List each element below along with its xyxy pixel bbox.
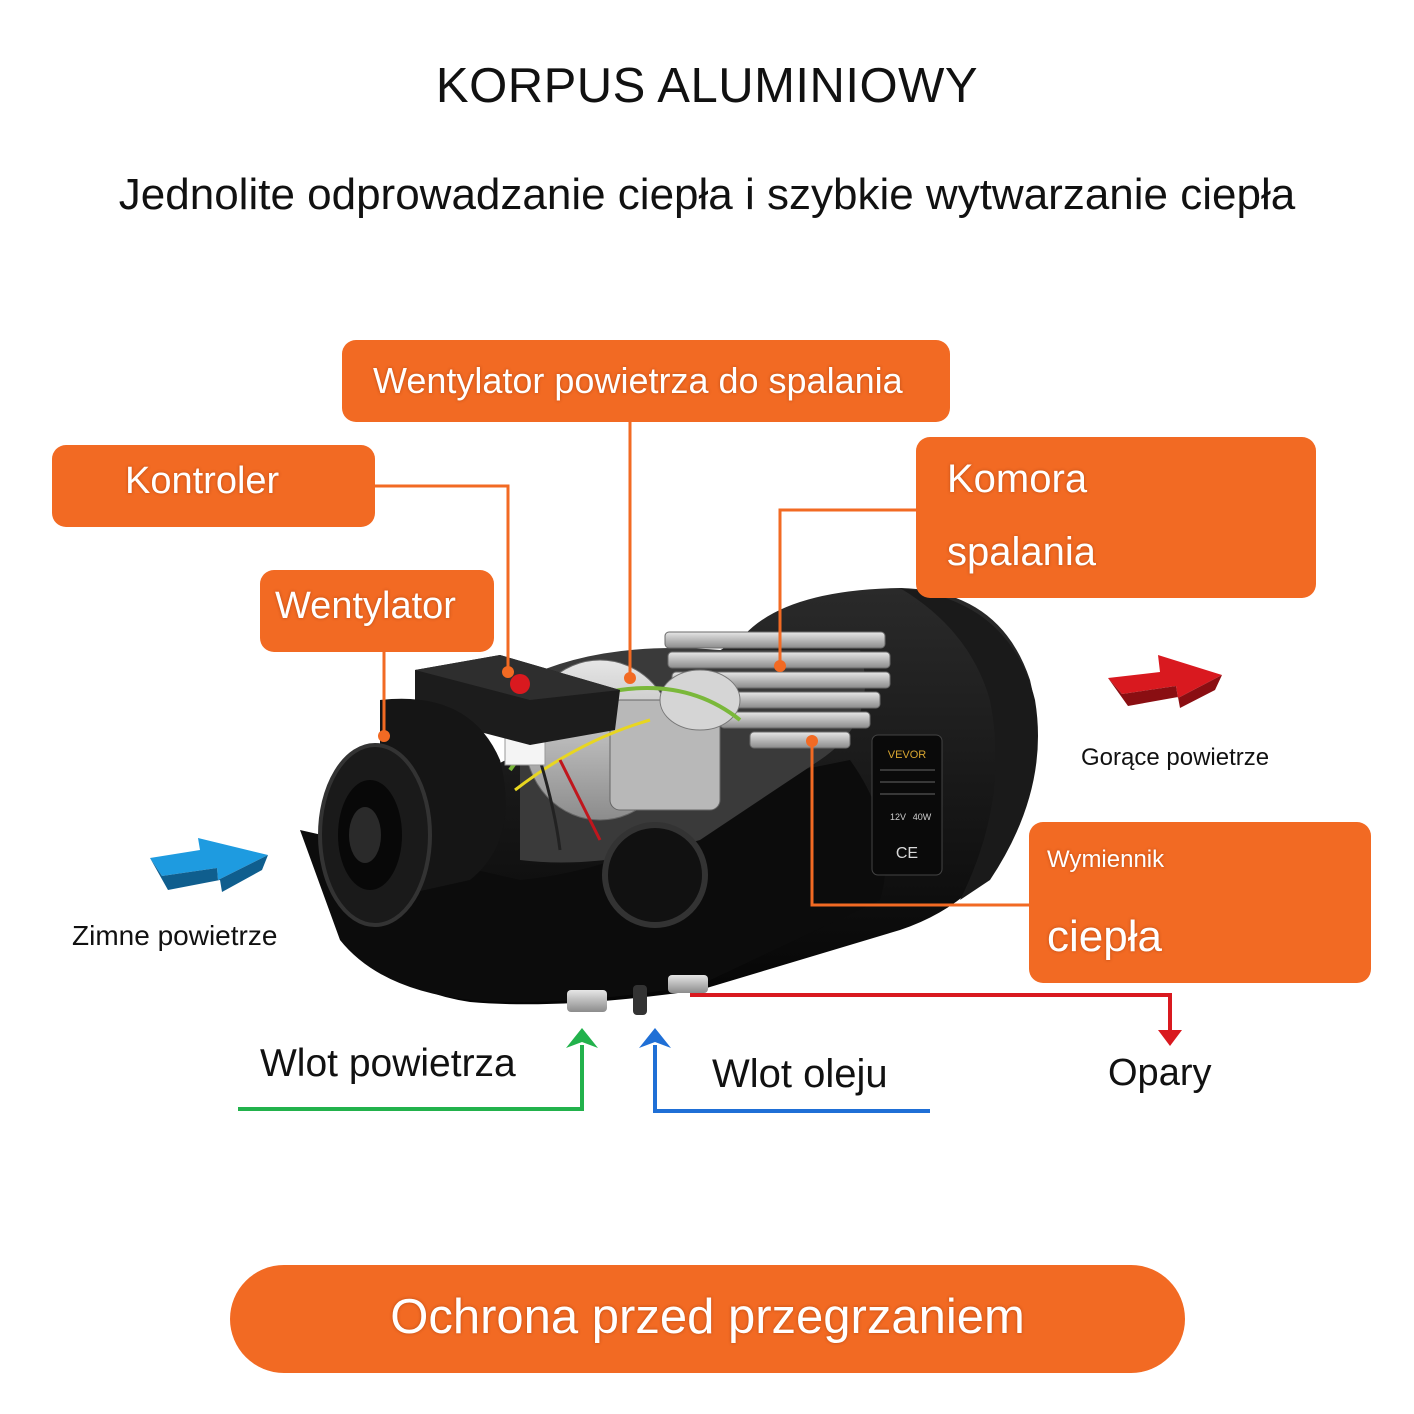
- exhaust-arrow-icon: [690, 993, 1182, 1046]
- air-inlet-arrow-icon: [238, 1028, 598, 1111]
- callout-chamber-line2: spalania: [947, 530, 1097, 574]
- overheat-protection-banner: Ochrona przed przegrzaniem: [230, 1265, 1185, 1373]
- page-title: KORPUS ALUMINIOWY: [435, 59, 979, 113]
- oil-inlet-label: Wlot oleju: [712, 1052, 888, 1096]
- callout-leader-dots: [378, 660, 818, 747]
- callout-heat-exchanger: Wymiennik ciepła: [1029, 822, 1371, 983]
- callout-fan: Wentylator: [260, 570, 494, 652]
- page-subtitle: Jednolite odprowadzanie ciepła i szybkie…: [118, 170, 1296, 219]
- hot-air-arrow-icon: [1108, 655, 1222, 708]
- callout-controller-label: Kontroler: [125, 460, 280, 502]
- cable-port: [602, 822, 708, 928]
- callout-exchanger-line1: Wymiennik: [1047, 846, 1165, 873]
- plate-power: 40W: [913, 812, 932, 822]
- callout-fan-label: Wentylator: [275, 585, 456, 627]
- cold-air-label: Zimne powietrze: [72, 920, 278, 951]
- callout-combustion-fan-label: Wentylator powietrza do spalania: [373, 360, 903, 401]
- callout-chamber-line1: Komora: [947, 457, 1088, 501]
- callout-combustion-chamber: Komora spalania: [916, 437, 1316, 598]
- bottom-pipes: [567, 975, 708, 1015]
- plate-voltage: 12V: [890, 812, 906, 822]
- hot-air-label: Gorące powietrze: [1081, 744, 1270, 771]
- callout-controller: Kontroler: [52, 445, 375, 527]
- exhaust-label: Opary: [1108, 1052, 1212, 1094]
- fan-intake: [318, 698, 506, 927]
- controller-led-icon: [510, 674, 530, 694]
- oil-inlet-arrow-icon: [639, 1028, 930, 1113]
- callout-exchanger-line2: ciepła: [1047, 912, 1162, 961]
- cold-air-arrow-icon: [150, 838, 268, 892]
- plate-ce-mark: CE: [896, 845, 918, 862]
- callout-leaders: [375, 420, 1030, 907]
- rating-plate: VEVOR 12V 40W CE: [871, 734, 943, 876]
- air-inlet-label: Wlot powietrza: [260, 1042, 516, 1085]
- callout-combustion-fan: Wentylator powietrza do spalania: [342, 340, 950, 422]
- plate-brand: VEVOR: [888, 749, 927, 761]
